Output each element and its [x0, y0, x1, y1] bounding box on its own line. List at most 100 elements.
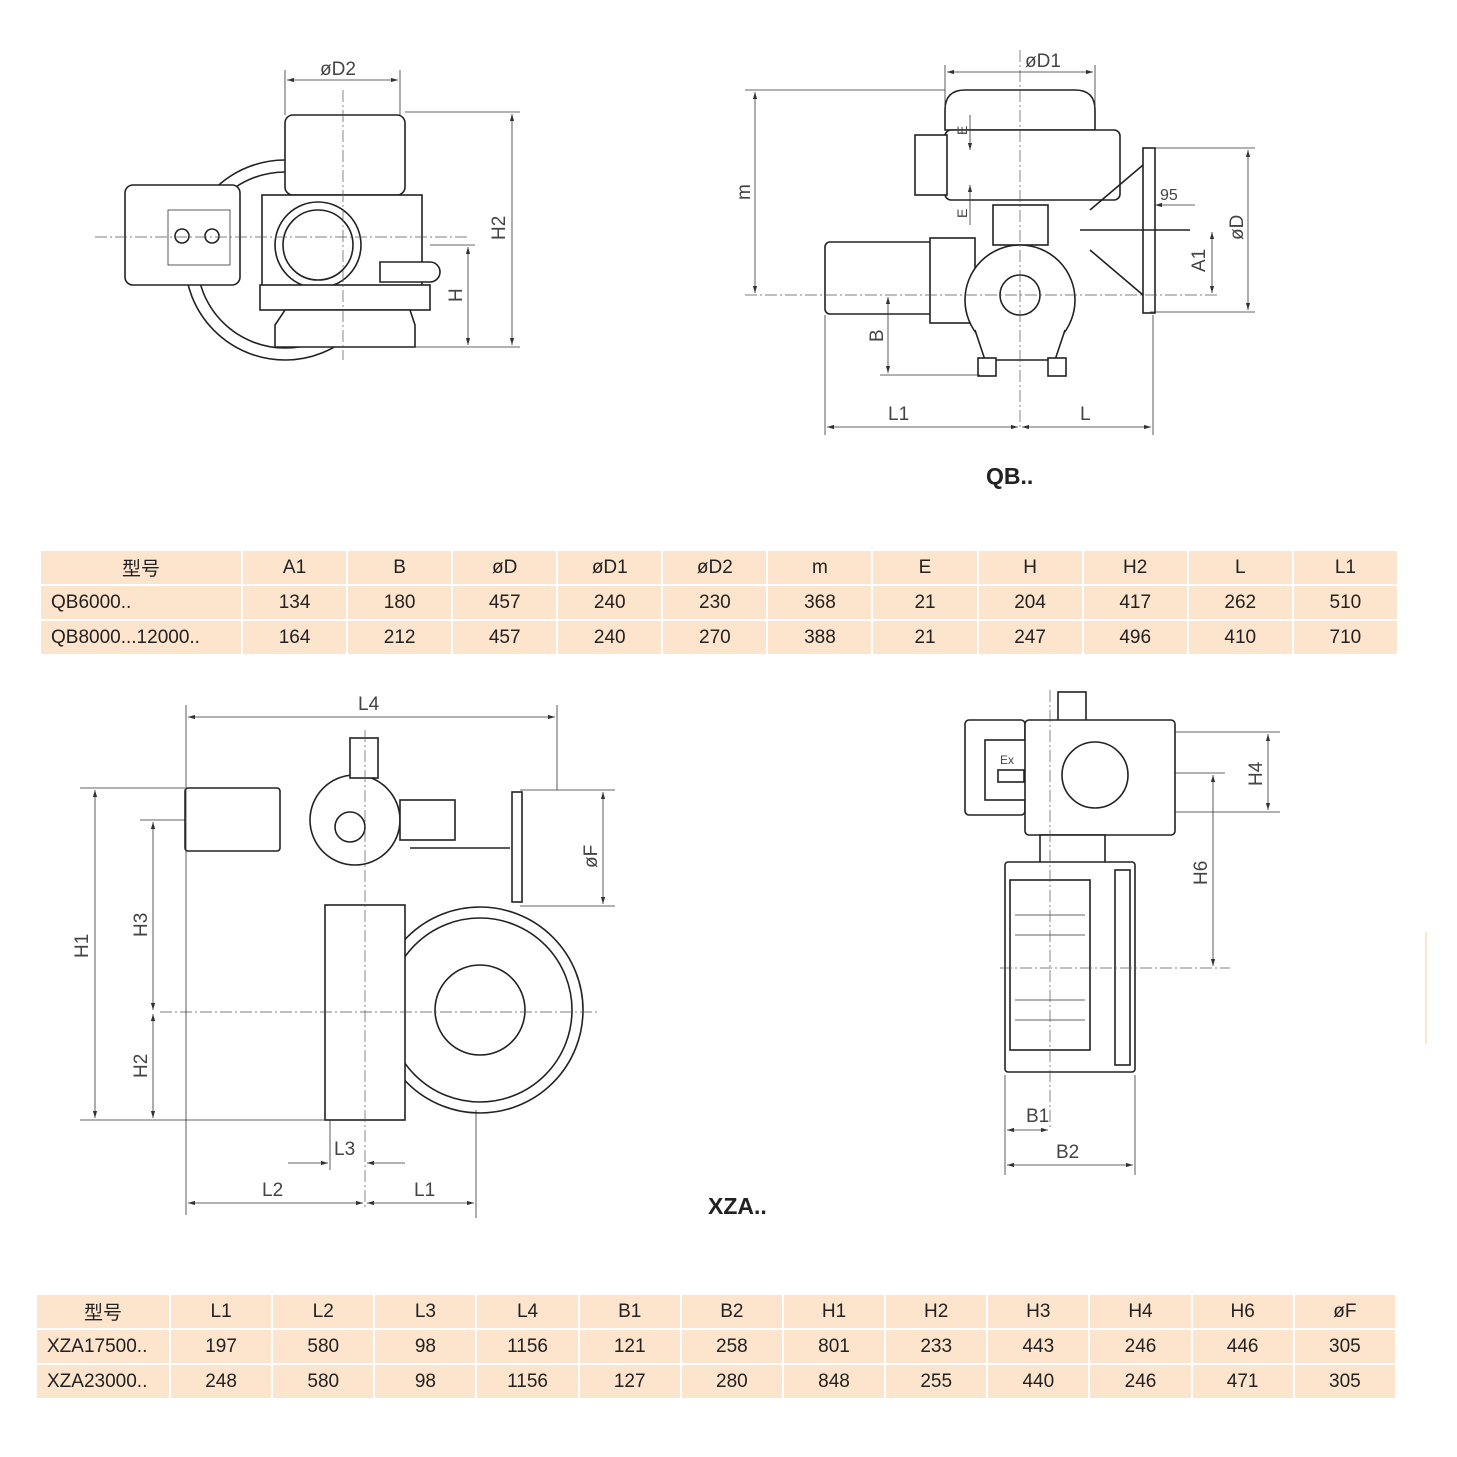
table-cell: 368	[766, 584, 874, 621]
qb-front-view-drawing: øD1 m E E 95 øD A1 B L1 L	[734, 50, 1255, 435]
table-cell: 246	[1088, 1328, 1193, 1365]
table-cell: 305	[1292, 1328, 1398, 1365]
header-cell: H	[976, 549, 1084, 586]
dim-label-d1: øD1	[1025, 51, 1061, 72]
qb-spec-table: 型号 A1 B øD øD1 øD2 m E H H2 L L1 QB6000.…	[39, 549, 1400, 656]
table-cell: 248	[168, 1363, 274, 1400]
header-cell: H2	[884, 1293, 989, 1330]
table-cell: 848	[781, 1363, 887, 1400]
header-cell: øD2	[661, 549, 769, 586]
header-cell: L	[1186, 549, 1294, 586]
header-cell: L3	[373, 1293, 478, 1330]
xza-front-view-drawing: Ex H4 H6 B1 B2	[964, 690, 1280, 1175]
header-cell: H6	[1190, 1293, 1295, 1330]
dim-label-l1-xza: L1	[414, 1180, 435, 1201]
table-row: XZA23000.. 248 580 98 1156 127 280 848 2…	[35, 1363, 1398, 1400]
header-cell: 型号	[39, 549, 243, 586]
ex-mark-label: Ex	[1000, 753, 1014, 767]
dim-label-b1: B1	[1026, 1106, 1049, 1127]
header-cell: L2	[271, 1293, 376, 1330]
table-cell: 801	[781, 1328, 887, 1365]
header-cell: H4	[1088, 1293, 1193, 1330]
header-cell: A1	[240, 549, 349, 586]
model-cell: QB6000..	[39, 584, 243, 621]
table-header-row: 型号 L1 L2 L3 L4 B1 B2 H1 H2 H3 H4 H6 øF	[35, 1293, 1398, 1330]
table-cell: 496	[1081, 619, 1189, 656]
header-cell: L1	[168, 1293, 274, 1330]
table-cell: 305	[1292, 1363, 1398, 1400]
table-cell: 410	[1186, 619, 1294, 656]
table-row: QB6000.. 134 180 457 240 230 368 21 204 …	[39, 584, 1400, 621]
header-cell: øD1	[556, 549, 664, 586]
table-cell: 212	[346, 619, 454, 656]
header-cell: B1	[577, 1293, 682, 1330]
dim-label-d: øD	[1227, 215, 1248, 240]
table-cell: 580	[271, 1328, 376, 1365]
table-cell: 255	[884, 1363, 989, 1400]
table-cell: 240	[556, 619, 664, 656]
header-cell: 型号	[35, 1293, 171, 1330]
table-cell: 388	[766, 619, 874, 656]
dim-label-h6: H6	[1191, 861, 1212, 885]
table-cell: 457	[451, 619, 559, 656]
dim-label-m: m	[734, 184, 755, 200]
table-cell: 164	[240, 619, 349, 656]
dim-label-f: øF	[581, 845, 602, 868]
dim-label-d2: øD2	[320, 59, 356, 80]
table-cell: 710	[1291, 619, 1400, 656]
dim-label-a1: A1	[1189, 249, 1210, 272]
table-cell: 121	[577, 1328, 682, 1365]
header-cell: H3	[986, 1293, 1091, 1330]
dim-label-l: L	[1080, 404, 1091, 425]
header-cell: m	[766, 549, 874, 586]
table-cell: 280	[679, 1363, 784, 1400]
dim-label-l4: L4	[358, 694, 380, 715]
dim-label-l3: L3	[334, 1139, 355, 1160]
table-cell: 1156	[475, 1363, 580, 1400]
table-cell: 98	[373, 1363, 478, 1400]
table-cell: 233	[884, 1328, 989, 1365]
table-row: XZA17500.. 197 580 98 1156 121 258 801 2…	[35, 1328, 1398, 1365]
table-row: QB8000...12000.. 164 212 457 240 270 388…	[39, 619, 1400, 656]
qb-caption: QB..	[986, 463, 1034, 489]
dim-label-h2: H2	[489, 216, 510, 240]
qb-side-view-drawing: øD2 H2 H	[95, 59, 520, 361]
dim-label-h1: H1	[72, 934, 93, 958]
table-cell: 21	[871, 584, 979, 621]
dim-label-l1: L1	[888, 404, 909, 425]
table-cell: 98	[373, 1328, 478, 1365]
table-cell: 180	[346, 584, 454, 621]
dim-label-h2-xza: H2	[131, 1054, 152, 1078]
table-cell: 417	[1081, 584, 1189, 621]
dim-label-l2: L2	[262, 1180, 283, 1201]
xza-spec-table: 型号 L1 L2 L3 L4 B1 B2 H1 H2 H3 H4 H6 øF X…	[35, 1293, 1398, 1400]
table-cell: 580	[271, 1363, 376, 1400]
header-cell: øD	[451, 549, 559, 586]
dim-label-e-bottom: E	[954, 209, 970, 218]
header-cell: L1	[1291, 549, 1400, 586]
header-cell: E	[871, 549, 979, 586]
table-cell: 1156	[475, 1328, 580, 1365]
table-cell: 134	[240, 584, 349, 621]
table-cell: 21	[871, 619, 979, 656]
table-cell: 127	[577, 1363, 682, 1400]
table-cell: 240	[556, 584, 664, 621]
dim-label-h: H	[446, 288, 467, 302]
model-cell: XZA17500..	[35, 1328, 171, 1365]
header-cell: B	[346, 549, 454, 586]
table-cell: 270	[661, 619, 769, 656]
model-cell: QB8000...12000..	[39, 619, 243, 656]
table-cell: 197	[168, 1328, 274, 1365]
table-cell: 246	[1088, 1363, 1193, 1400]
dim-label-95: 95	[1160, 187, 1178, 204]
header-cell: øF	[1292, 1293, 1398, 1330]
table-cell: 471	[1190, 1363, 1295, 1400]
table-header-row: 型号 A1 B øD øD1 øD2 m E H H2 L L1	[39, 549, 1400, 586]
table-cell: 440	[986, 1363, 1091, 1400]
dim-label-e-top: E	[954, 126, 970, 135]
table-cell: 262	[1186, 584, 1294, 621]
xza-caption: XZA..	[708, 1193, 767, 1219]
table-cell: 204	[976, 584, 1084, 621]
table-cell: 230	[661, 584, 769, 621]
header-cell: H2	[1081, 549, 1189, 586]
